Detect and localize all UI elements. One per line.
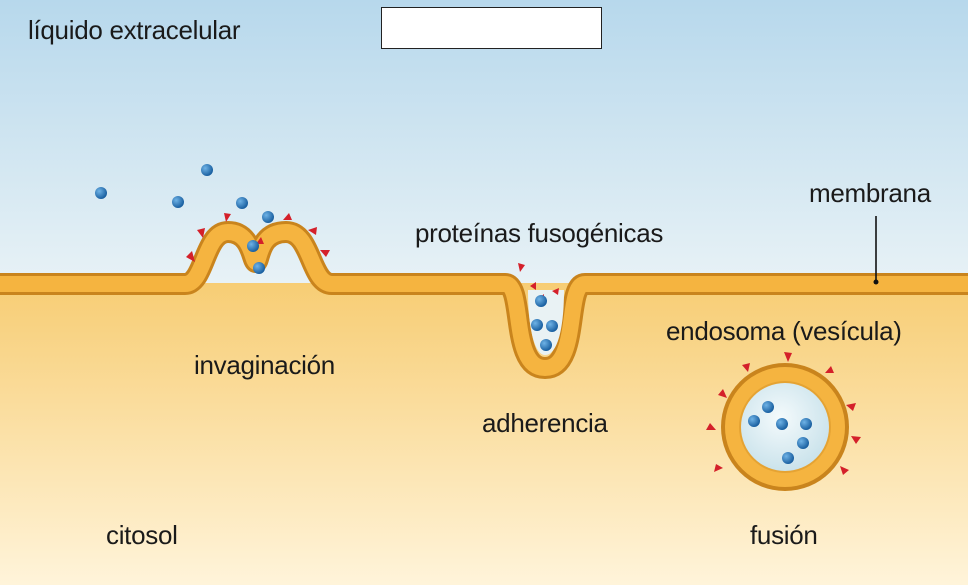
label-cytosol: citosol xyxy=(106,520,178,550)
label-extracellular: líquido extracelular xyxy=(28,15,241,45)
label-fusogenic-proteins: proteínas fusogénicas xyxy=(415,218,664,248)
answer-box[interactable] xyxy=(381,7,602,49)
label-fusion: fusión xyxy=(750,520,818,550)
label-invagination: invaginación xyxy=(194,350,335,380)
label-adherence: adherencia xyxy=(482,408,608,438)
fusogenic-proteins xyxy=(186,213,861,475)
label-membrane: membrana xyxy=(809,178,931,208)
adherence-pocket xyxy=(528,290,564,355)
label-endosome: endosoma (vesícula) xyxy=(666,316,902,346)
particles xyxy=(95,164,812,464)
